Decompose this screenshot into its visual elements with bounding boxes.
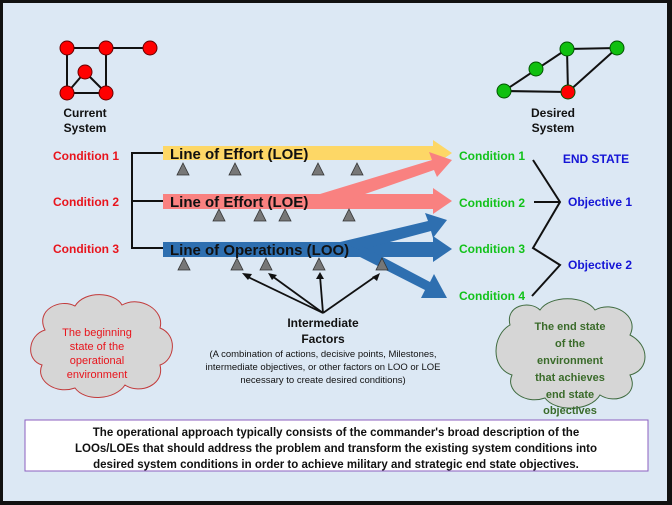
objective-1: Objective 1 xyxy=(568,195,632,209)
left-cloud-line-3: operational xyxy=(70,355,124,367)
triangle-marker-icon xyxy=(259,257,273,271)
summary-line-3: desired system conditions in order to ac… xyxy=(93,459,579,471)
right-condition-2: Condition 2 xyxy=(459,196,525,210)
intermediate-desc-2: intermediate objectives, or other factor… xyxy=(206,362,441,373)
summary-line-1: The operational approach typically consi… xyxy=(93,427,579,439)
loe-2-arrows xyxy=(163,152,452,214)
left-cloud-line-4: environment xyxy=(67,369,128,381)
left-cloud xyxy=(30,294,173,398)
right-cloud-line-5: end state xyxy=(546,389,594,401)
desired-system-label-2: System xyxy=(532,121,575,135)
desired-system-graph xyxy=(496,40,625,100)
triangle-marker-icon xyxy=(253,208,267,222)
loe-1-label: Line of Effort (LOE) xyxy=(170,146,308,163)
right-condition-1: Condition 1 xyxy=(459,149,525,163)
left-cloud-line-2: state of the xyxy=(70,341,124,353)
triangle-marker-icon xyxy=(311,162,325,176)
triangle-marker-icon xyxy=(278,208,292,222)
triangle-marker-icon xyxy=(212,208,226,222)
desired-system-label: Desired xyxy=(531,106,575,120)
left-condition-1: Condition 1 xyxy=(53,149,119,163)
right-cloud-line-2: of the xyxy=(555,338,585,350)
triangle-marker-icon xyxy=(176,162,190,176)
right-condition-4: Condition 4 xyxy=(459,289,525,303)
left-condition-3: Condition 3 xyxy=(53,242,119,256)
left-bracket xyxy=(131,152,163,249)
right-condition-3: Condition 3 xyxy=(459,242,525,256)
summary-box xyxy=(24,419,649,472)
intermediate-desc-3: necessary to create desired conditions) xyxy=(240,375,405,386)
intermediate-desc-1: (A combination of actions, decisive poin… xyxy=(209,349,436,360)
triangle-marker-icon xyxy=(375,257,389,271)
triangle-marker-icon xyxy=(342,208,356,222)
current-system-graph xyxy=(59,40,158,101)
summary-line-2: LOOs/LOEs that should address the proble… xyxy=(75,443,597,455)
left-condition-2: Condition 2 xyxy=(53,195,119,209)
current-system-label: Current xyxy=(63,106,106,120)
right-cloud-line-6: objectives xyxy=(543,405,597,417)
loe-2-label: Line of Effort (LOE) xyxy=(170,194,308,211)
left-cloud-line-1: The beginning xyxy=(62,327,132,339)
intermediate-title-2: Factors xyxy=(301,332,345,346)
objective-2: Objective 2 xyxy=(568,258,632,272)
triangle-marker-icon xyxy=(350,162,364,176)
triangle-marker-icon xyxy=(228,162,242,176)
right-bracket xyxy=(531,159,562,297)
right-cloud-line-4: that achieves xyxy=(535,372,605,384)
right-cloud-line-1: The end state xyxy=(535,321,606,333)
intermediate-pointer-arrows xyxy=(242,272,380,314)
triangle-marker-icon xyxy=(312,257,326,271)
triangle-marker-icon xyxy=(230,257,244,271)
current-system-label-2: System xyxy=(64,121,107,135)
loe-1-arrow xyxy=(163,140,452,166)
right-cloud xyxy=(495,298,646,409)
triangle-marker-icon xyxy=(177,257,191,271)
right-cloud-line-3: environment xyxy=(537,355,603,367)
loo-label: Line of Operations (LOO) xyxy=(170,242,349,259)
end-state-title: END STATE xyxy=(563,152,629,166)
intermediate-factor-markers xyxy=(176,162,389,271)
intermediate-title: Intermediate xyxy=(287,316,359,330)
